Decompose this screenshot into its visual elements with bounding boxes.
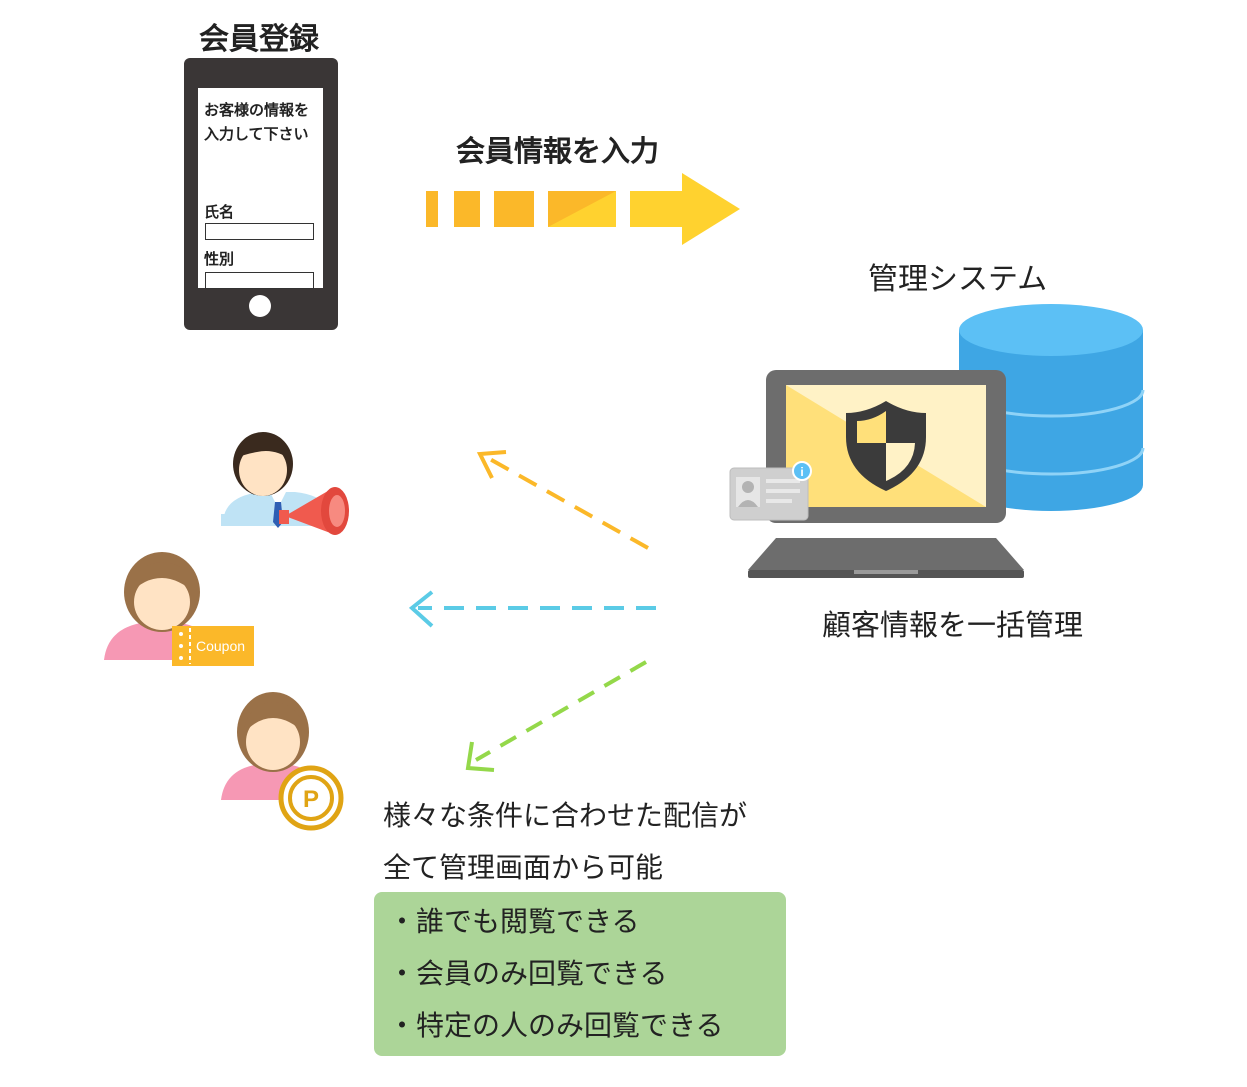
arrow-segment bbox=[494, 191, 534, 227]
delivery-option: ・会員のみ回覧できる bbox=[388, 957, 668, 990]
man-with-megaphone bbox=[221, 432, 349, 535]
arrow-to-point-user bbox=[465, 660, 647, 772]
arrow-segment bbox=[548, 191, 616, 227]
phone-screen: お客様の情報を 入力して下さい 氏名 性別 bbox=[198, 88, 323, 289]
input-label: 会員情報を入力 bbox=[456, 134, 660, 168]
delivery-option: ・誰でも閲覧できる bbox=[388, 905, 640, 938]
arrow-segment bbox=[426, 191, 438, 227]
arrow-segment bbox=[630, 191, 682, 227]
system-title: 管理システム bbox=[868, 262, 1048, 297]
input-arrow bbox=[426, 173, 740, 245]
delivery-option: ・特定の人のみ回覧できる bbox=[388, 1009, 724, 1042]
arrow-to-coupon-user bbox=[408, 590, 656, 628]
coupon-icon: Coupon bbox=[172, 626, 254, 666]
point-coin-icon: P bbox=[278, 765, 344, 831]
home-button bbox=[249, 295, 271, 317]
woman-with-point: P bbox=[221, 692, 344, 831]
name-label: 氏名 bbox=[204, 203, 235, 221]
megaphone-icon bbox=[279, 487, 349, 535]
id-card-icon: i bbox=[729, 461, 812, 521]
gender-field[interactable] bbox=[205, 272, 314, 289]
arrow-head bbox=[682, 173, 740, 245]
coupon-label: Coupon bbox=[196, 638, 245, 654]
gender-label: 性別 bbox=[204, 250, 235, 268]
delivery-line-1: 様々な条件に合わせた配信が bbox=[383, 799, 748, 832]
delivery-arrows bbox=[408, 450, 656, 772]
registration-title: 会員登録 bbox=[199, 22, 319, 57]
name-field[interactable] bbox=[205, 223, 314, 240]
arrow-to-megaphone-user bbox=[476, 450, 649, 550]
woman-with-coupon: Coupon bbox=[104, 552, 254, 666]
system-caption: 顧客情報を一括管理 bbox=[822, 608, 1084, 642]
smartphone: お客様の情報を 入力して下さい 氏名 性別 bbox=[184, 58, 338, 330]
registration-prompt: お客様の情報を 入力して下さい bbox=[204, 101, 310, 143]
arrow-segment bbox=[454, 191, 480, 227]
shield-icon bbox=[846, 401, 926, 491]
point-label: P bbox=[303, 786, 319, 813]
svg-text:i: i bbox=[800, 465, 803, 479]
delivery-line-2: 全て管理画面から可能 bbox=[383, 851, 664, 884]
computer-icon: i bbox=[729, 370, 1024, 578]
delivery-options-box: ・誰でも閲覧できる ・会員のみ回覧できる ・特定の人のみ回覧できる bbox=[374, 892, 786, 1056]
